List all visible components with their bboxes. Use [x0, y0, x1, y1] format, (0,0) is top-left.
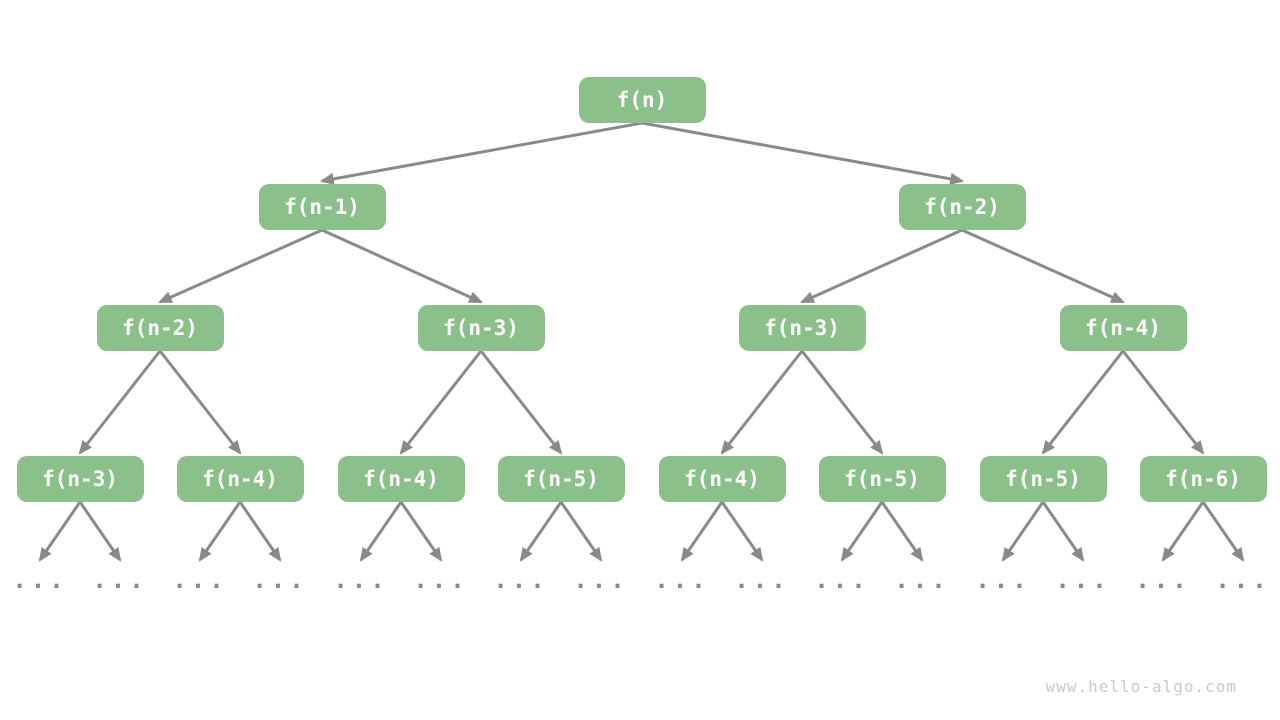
tree-node-L4-8: f(n-6)	[1139, 456, 1267, 502]
ellipsis-leaf: ...	[1055, 566, 1111, 594]
tree-node-L4-5: f(n-4)	[658, 456, 786, 502]
tree-edge	[559, 501, 603, 562]
tree-edge	[800, 350, 884, 455]
ellipsis-leaf: ...	[12, 566, 68, 594]
tree-edge	[641, 121, 965, 185]
ellipsis-leaf: ...	[573, 566, 629, 594]
ellipsis-leaf: ...	[252, 566, 308, 594]
tree-node-L4-3: f(n-4)	[337, 456, 465, 502]
tree-node-L2-1: f(n-1)	[258, 184, 386, 230]
ellipsis-leaf: ...	[413, 566, 469, 594]
ellipsis-leaf: ...	[975, 566, 1031, 594]
tree-node-L3-3: f(n-3)	[738, 305, 866, 351]
tree-node-L4-7: f(n-5)	[979, 456, 1107, 502]
tree-edge	[1121, 350, 1205, 455]
tree-edge	[880, 501, 924, 562]
tree-edge	[720, 501, 764, 562]
tree-node-L4-6: f(n-5)	[818, 456, 946, 502]
tree-edge	[321, 228, 483, 304]
ellipsis-leaf: ...	[814, 566, 870, 594]
tree-edge	[198, 501, 242, 562]
tree-edge	[1041, 501, 1085, 562]
ellipsis-leaf: ...	[493, 566, 549, 594]
tree-edge	[399, 501, 443, 562]
tree-edge	[1001, 501, 1045, 562]
ellipsis-leaf: ...	[654, 566, 710, 594]
tree-edge	[359, 501, 403, 562]
ellipsis-leaf: ...	[92, 566, 148, 594]
tree-node-L3-1: f(n-2)	[96, 305, 224, 351]
tree-node-L4-2: f(n-4)	[176, 456, 304, 502]
ellipsis-leaf: ...	[1135, 566, 1191, 594]
ellipsis-leaf: ...	[333, 566, 389, 594]
tree-edge	[38, 501, 82, 562]
tree-node-L3-4: f(n-4)	[1059, 305, 1187, 351]
ellipsis-leaf: ...	[734, 566, 790, 594]
tree-edge	[399, 350, 483, 455]
tree-edge	[158, 228, 323, 304]
tree-edge	[1041, 350, 1125, 455]
tree-edge	[800, 228, 963, 304]
tree-edge	[158, 350, 242, 455]
tree-edge	[1201, 501, 1245, 562]
tree-node-L4-4: f(n-5)	[497, 456, 625, 502]
tree-edge	[78, 350, 162, 455]
tree-edge	[319, 121, 643, 185]
tree-edge	[840, 501, 884, 562]
watermark-text: www.hello-algo.com	[1045, 677, 1237, 696]
tree-edge	[519, 501, 563, 562]
tree-edge	[238, 501, 282, 562]
tree-node-L4-1: f(n-3)	[16, 456, 144, 502]
tree-node-L3-2: f(n-3)	[417, 305, 545, 351]
tree-edge	[1161, 501, 1205, 562]
tree-edge	[720, 350, 804, 455]
tree-node-L2-2: f(n-2)	[898, 184, 1026, 230]
tree-node-L1-1: f(n)	[578, 77, 706, 123]
ellipsis-leaf: ...	[172, 566, 228, 594]
tree-edge	[78, 501, 122, 562]
ellipsis-leaf: ...	[894, 566, 950, 594]
tree-edge	[479, 350, 563, 455]
ellipsis-leaf: ...	[1215, 566, 1271, 594]
tree-edge	[961, 228, 1125, 304]
tree-edge	[680, 501, 724, 562]
